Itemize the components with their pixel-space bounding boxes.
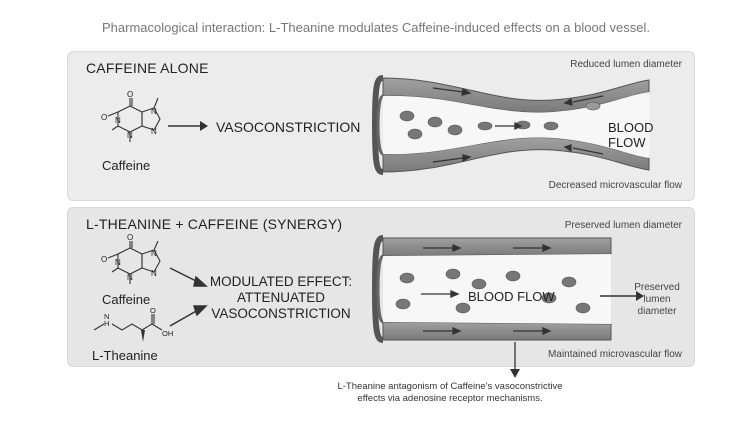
atom-n: N [151, 269, 157, 278]
caffeine-molecule-icon: O O N N N N [101, 90, 161, 142]
atom-n: N [151, 107, 157, 116]
panel-caffeine-alone: CAFFEINE ALONE Reduced lumen diameter O … [67, 51, 695, 201]
caffeine-label: Caffeine [102, 158, 151, 173]
atom-oh: OH [162, 329, 173, 338]
reduced-lumen-note: Reduced lumen diameter [570, 59, 682, 70]
atom-n: N [104, 312, 109, 321]
arrow-right-icon [168, 121, 208, 131]
atom-o: O [101, 113, 107, 122]
footnote: L-Theanine antagonism of Caffeine's vaso… [337, 381, 563, 404]
atom-o: O [101, 255, 107, 264]
atom-n: N [115, 116, 121, 125]
atom-n: N [127, 273, 133, 282]
panel-heading: CAFFEINE ALONE [86, 60, 209, 76]
atom-o: O [150, 306, 156, 315]
panel-heading: L-THEANINE + CAFFEINE (SYNERGY) [86, 216, 343, 232]
theanine-label: L-Theanine [92, 348, 158, 363]
atom-o: O [127, 233, 133, 242]
atom-n: N [127, 131, 133, 140]
figure-title: Pharmacological interaction: L-Theanine … [101, 20, 651, 35]
converging-arrows-icon [169, 267, 208, 327]
theanine-molecule-icon: H N O OH [93, 306, 173, 342]
preserved-lumen-note: Preserved lumen diameter [564, 220, 682, 231]
vasoconstriction-label: VASOCONSTRICTION [216, 119, 361, 135]
atom-h: H [104, 319, 109, 328]
panel-synergy: L-THEANINE + CAFFEINE (SYNERGY) Preserve… [67, 207, 695, 367]
decreased-flow-note: Decreased microvascular flow [548, 180, 682, 191]
preserved-lumen-side-note: Preserved lumen diameter [634, 282, 680, 317]
preserved-vessel-icon [371, 235, 612, 343]
arrow-down-icon [510, 342, 520, 378]
atom-n: N [151, 127, 157, 136]
arrow-right-icon [600, 291, 644, 301]
blood-flow-label: BLOOD FLOW [608, 120, 654, 150]
maintained-flow-note: Maintained microvascular flow [548, 349, 682, 360]
modulated-effect-label: MODULATED EFFECT: ATTENUATED VASOCONSTRI… [209, 274, 353, 321]
caffeine-label: Caffeine [102, 292, 151, 307]
caffeine-molecule-icon: O O N N N N [101, 233, 161, 284]
atom-n: N [115, 258, 121, 267]
constricted-vessel-icon [371, 75, 650, 175]
atom-n: N [151, 249, 157, 258]
blood-flow-label: BLOOD FLOW [468, 289, 555, 304]
atom-o: O [127, 90, 133, 99]
